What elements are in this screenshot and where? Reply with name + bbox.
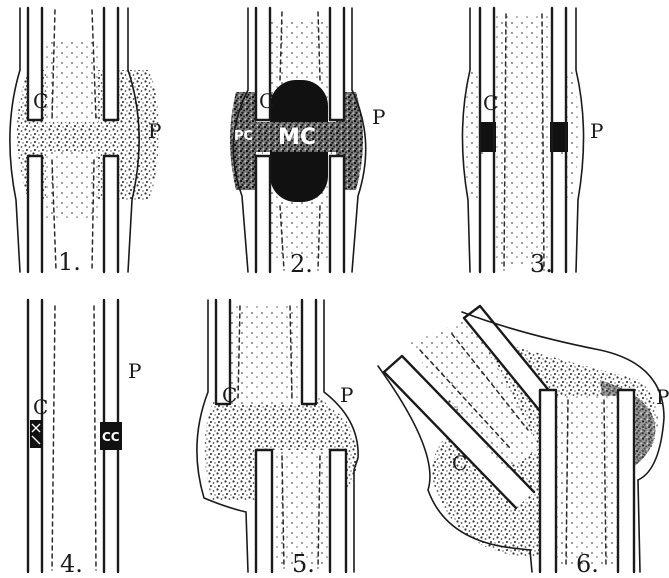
label-c: C <box>222 383 237 407</box>
label-c: C <box>33 395 48 419</box>
label-cc: CC <box>102 430 120 444</box>
panel-4: C CC P 4. <box>28 300 141 578</box>
panel-1: C P 1. <box>10 8 162 276</box>
label-mc: MC <box>278 125 316 150</box>
label-p: P <box>372 105 385 129</box>
panel-5: C P 5. <box>197 300 358 578</box>
panel-number: 5. <box>292 550 315 578</box>
label-c: C <box>33 89 48 113</box>
label-c: C <box>452 451 467 475</box>
panel-6: C P 6. <box>378 306 669 578</box>
panel-3: C P 3. <box>462 8 603 278</box>
label-pc: PC <box>234 129 253 144</box>
label-p: P <box>128 359 141 383</box>
label-c: C <box>259 89 274 113</box>
panel-number: 2. <box>290 250 313 278</box>
panel-number: 4. <box>60 550 83 578</box>
label-c: C <box>483 91 498 115</box>
panel-number: 3. <box>530 250 553 278</box>
label-p: P <box>590 119 603 143</box>
vertical-fragment-marrow <box>556 396 618 566</box>
panel-number: 6. <box>576 550 599 578</box>
label-p: P <box>148 119 161 143</box>
label-p: P <box>340 383 353 407</box>
panel-2: C PC MC P 2. <box>230 8 385 278</box>
fracture-gap <box>44 122 136 152</box>
panel-number: 1. <box>58 248 81 276</box>
label-p: P <box>656 385 669 409</box>
medullary-callus-lower <box>272 450 330 566</box>
